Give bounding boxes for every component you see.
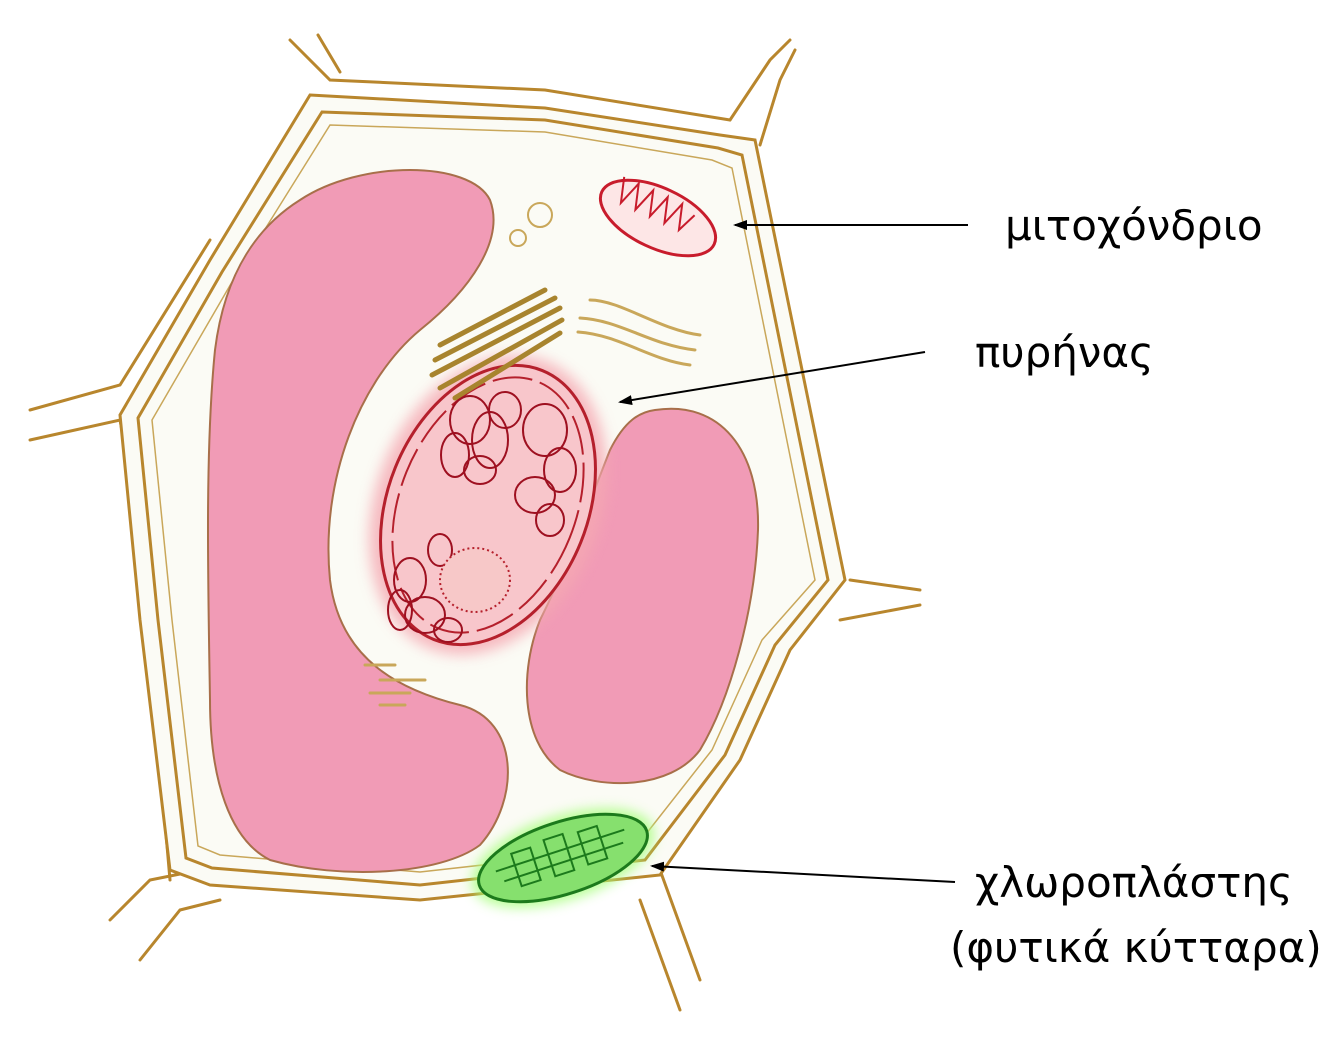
arrow-chloroplast bbox=[652, 866, 955, 882]
label-nucleus: πυρήνας bbox=[975, 328, 1154, 377]
label-chloroplast-note: (φυτικά κύτταρα) bbox=[950, 923, 1322, 972]
label-mitochondrion: μιτοχόνδριο bbox=[1005, 201, 1263, 250]
nucleolus bbox=[440, 548, 510, 612]
label-chloroplast: χλωροπλάστης bbox=[975, 858, 1293, 907]
